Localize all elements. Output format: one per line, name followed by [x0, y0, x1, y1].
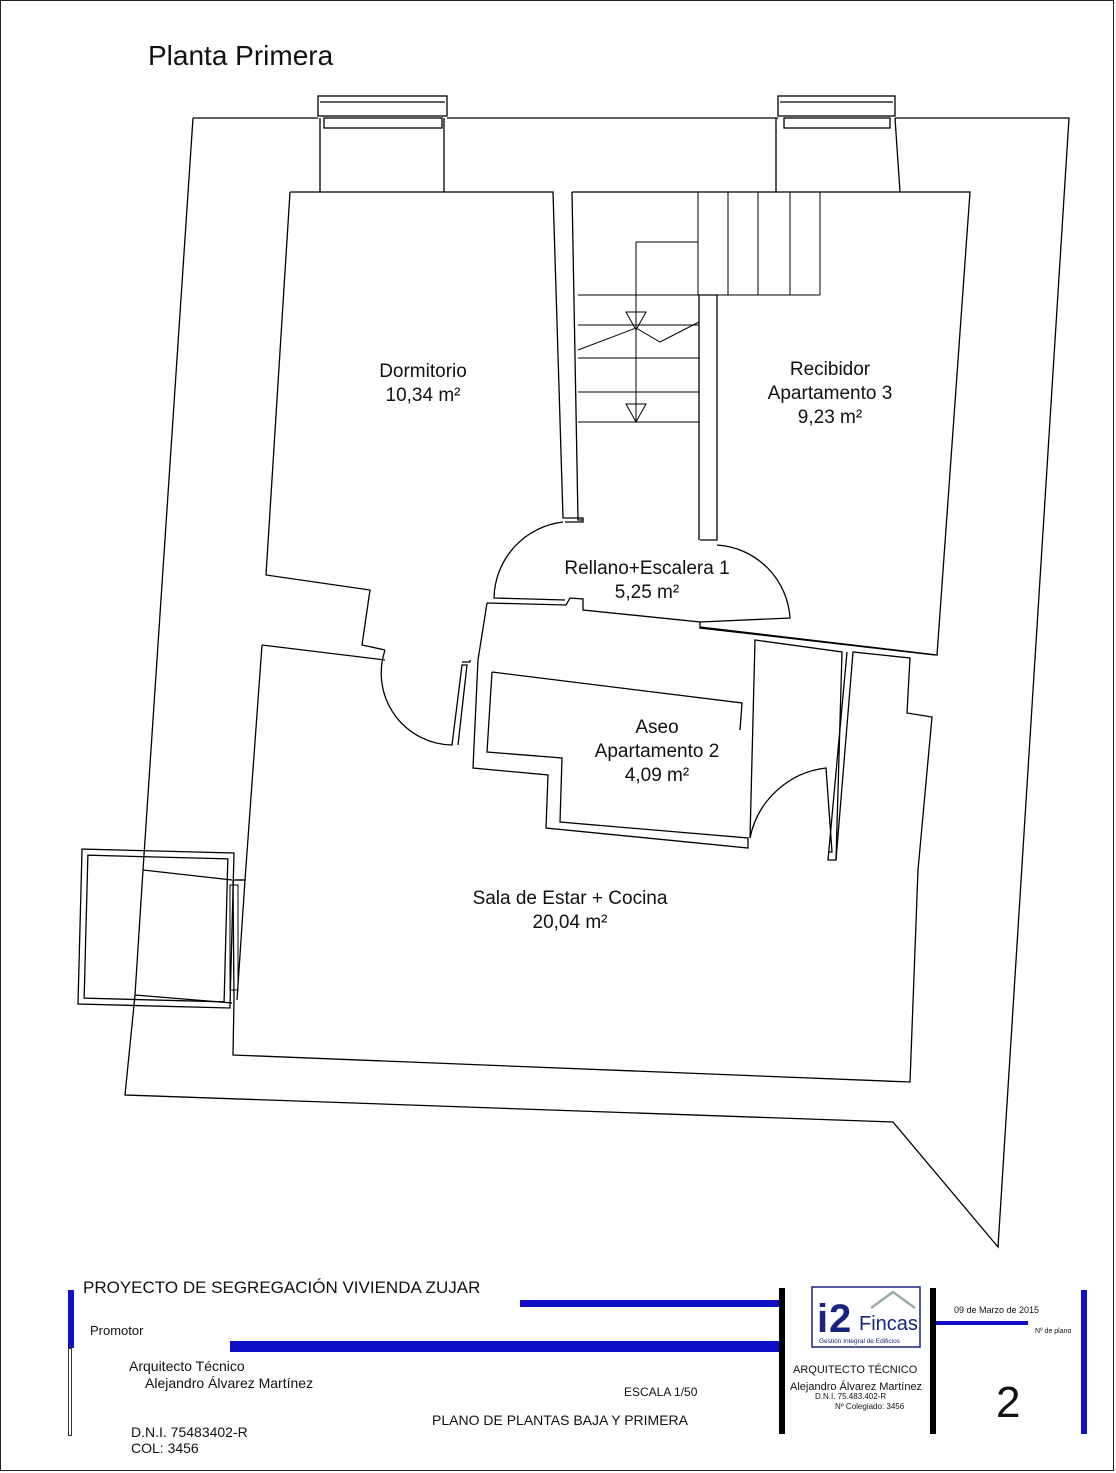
- project-underline: [520, 1300, 782, 1307]
- scale: ESCALA 1/50: [624, 1385, 698, 1399]
- architect-label: Arquitecto Técnico: [129, 1358, 245, 1374]
- room-dormitorio: Dormitorio 10,34 m²: [379, 360, 467, 408]
- plan-number-label: Nº de plano: [1035, 1328, 1072, 1335]
- exterior-wall: [124, 117, 1070, 1249]
- aseo-wall: [472, 659, 749, 849]
- aseo-door: [749, 767, 833, 853]
- stamp-dni: D.N.I. 75.483.402-R: [815, 1392, 887, 1401]
- room-sala: Sala de Estar + Cocina 20,04 m²: [473, 887, 668, 935]
- room-name: Dormitorio: [379, 361, 467, 382]
- logo-graphic: i 2 Fincas Gestión Integral de Edificios: [811, 1286, 921, 1348]
- plan-number: 2: [996, 1378, 1021, 1427]
- room-recibidor: Recibidor Apartamento 3 9,23 m²: [768, 358, 893, 430]
- svg-text:i: i: [817, 1297, 828, 1341]
- room-area: 10,34 m²: [385, 385, 461, 406]
- promoter-label: Promotor: [90, 1323, 144, 1338]
- room-name: Aseo: [635, 717, 679, 738]
- accent-bar-left-outline: [68, 1348, 72, 1436]
- room-aseo: Aseo Apartamento 2 4,09 m²: [595, 716, 720, 788]
- logo-number: 2: [829, 1297, 851, 1341]
- plan-title: Planta Primera: [148, 40, 334, 71]
- logo-tagline: Gestión Integral de Edificios: [819, 1338, 901, 1345]
- room-area: 9,23 m²: [797, 407, 863, 428]
- room-name: Rellano+Escalera 1: [564, 558, 730, 579]
- room-area: 5,25 m²: [614, 582, 680, 603]
- chimney-right: [777, 95, 896, 117]
- stamp-role: ARQUITECTO TÉCNICO: [793, 1364, 918, 1376]
- company-logo: i 2 Fincas Gestión Integral de Edificios: [811, 1286, 921, 1348]
- room-name: Sala de Estar + Cocina: [472, 888, 668, 909]
- promoter-underline: [230, 1341, 782, 1352]
- room-rellano: Rellano+Escalera 1 5,25 m²: [564, 557, 729, 605]
- stamp-col: Nº Colegiado: 3456: [835, 1402, 905, 1411]
- architect-name: Alejandro Álvarez Martínez: [145, 1375, 314, 1391]
- stamp-name: Alejandro Álvarez Martínez: [790, 1381, 923, 1393]
- dormitorio-door: [380, 649, 468, 746]
- balcony: [77, 848, 235, 1009]
- room-area: 4,09 m²: [624, 765, 690, 786]
- date-underline: [936, 1321, 1028, 1325]
- sala-wall: [232, 644, 933, 1083]
- logo-word: Fincas: [859, 1313, 918, 1335]
- room-name-2: Apartamento 2: [594, 741, 720, 762]
- plan-name: PLANO DE PLANTAS BAJA Y PRIMERA: [432, 1412, 688, 1428]
- divider-1: [779, 1288, 785, 1434]
- accent-bar-right: [1081, 1290, 1087, 1434]
- accent-bar-left: [68, 1290, 74, 1348]
- room-area: 20,04 m²: [532, 912, 608, 933]
- dni: D.N.I. 75483402-R: [131, 1424, 248, 1440]
- room-name-2: Apartamento 3: [767, 383, 893, 404]
- col: COL: 3456: [131, 1440, 199, 1456]
- dormitorio-wall: [265, 191, 584, 651]
- chimney-left: [317, 95, 448, 117]
- landing-door-right: [699, 544, 791, 623]
- plan-date: 09 de Marzo de 2015: [954, 1305, 1040, 1315]
- divider-2: [930, 1288, 936, 1434]
- room-name: Recibidor: [789, 359, 871, 380]
- landing-door-left: [493, 521, 566, 601]
- project-name: PROYECTO DE SEGREGACIÓN VIVIENDA ZUJAR: [83, 1278, 481, 1297]
- stairs: [577, 192, 821, 424]
